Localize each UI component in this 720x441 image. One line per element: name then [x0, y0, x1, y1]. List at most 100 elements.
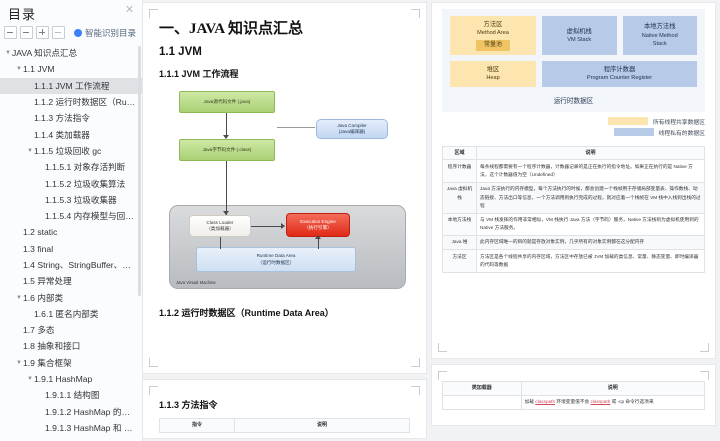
- method-area-cn: 方法区: [483, 21, 503, 28]
- node-java-compiler: Java Compiler (Java编译器): [316, 119, 388, 139]
- cell-method-area: 方法区 Method Area 常量池: [450, 16, 536, 55]
- toc-item[interactable]: 1.5 异常处理: [0, 273, 142, 289]
- sidebar-scrollbar[interactable]: [138, 46, 141, 296]
- toc-item[interactable]: ▼1.9 集合框架: [0, 355, 142, 371]
- desc-suffix: 或 -cp 命令行选项来: [610, 399, 654, 405]
- toc-item-label: 1.8 抽象和接口: [23, 341, 81, 352]
- subsection-heading-rda: 1.1.2 运行时数据区（Runtime Data Area）: [159, 308, 334, 318]
- toc-item[interactable]: 1.9.1.2 HashMap 的工作原理: [0, 404, 142, 420]
- table-header-row: 类加载器 说明: [442, 381, 706, 396]
- cell-native-method-stack: 本地方法栈 Native Method Stack: [622, 16, 697, 55]
- chevron-down-icon[interactable]: ▼: [16, 66, 22, 73]
- rda-legend: 所有线程共享数据区 线程私有的数据区: [442, 117, 705, 137]
- chevron-down-icon[interactable]: ▼: [27, 376, 33, 383]
- node-class-loader: Class Loader （类加载器）: [189, 215, 251, 237]
- toc-item[interactable]: 1.1.5.4 内存模型与回收策略: [0, 208, 142, 224]
- toc-item-label: 1.9 集合框架: [23, 357, 72, 368]
- pc-cn: 程序计数器: [603, 65, 636, 73]
- toc-item-label: 1.6.1 匿名内部类: [34, 308, 99, 319]
- toc-item[interactable]: 1.1.3 方法指令: [0, 110, 142, 126]
- chevron-down-icon[interactable]: ▼: [16, 359, 22, 366]
- toc-item[interactable]: 1.8 抽象和接口: [0, 338, 142, 354]
- jvm-workflow-diagram: Java Virtual Machine Java源代码文件 (.java) J…: [161, 87, 408, 292]
- table-row: 本地方法栈与 VM 栈发挥的作用非常相似，VM 栈执行 Java 方法（字节码）…: [441, 212, 705, 236]
- native-stack-cn: 本地方法栈: [644, 23, 676, 31]
- subsection-heading-workflow: 1.1.1 JVM 工作流程: [159, 69, 239, 79]
- toc-item[interactable]: 1.1.1 JVM 工作流程: [0, 77, 142, 94]
- classpath-link-1[interactable]: classpath: [535, 399, 556, 405]
- toc-title: 目录: [8, 7, 37, 22]
- toc-item-label: 1.1.5.1 对象存活判断: [45, 162, 126, 173]
- arrow-loader-to-engine: [251, 226, 283, 227]
- pc-en: Program Counter Register: [586, 75, 653, 82]
- close-icon[interactable]: ✕: [124, 4, 135, 16]
- collapse-level-button[interactable]: [20, 26, 33, 39]
- smart-toc-button[interactable]: 智能识别目录: [73, 27, 136, 39]
- toc-item-label: 1.6 内部类: [23, 292, 64, 303]
- desc-cell: Java 方法执行的内存模型，每个方法执行的时候，都会创建一个栈帧用于存储局部变…: [476, 181, 705, 214]
- toc-item-label: 1.1.5.2 垃圾收集算法: [45, 178, 126, 189]
- toc-item[interactable]: 1.1.5.2 垃圾收集算法: [0, 175, 142, 191]
- toc-item[interactable]: ▼1.6 内部类: [0, 289, 142, 305]
- arrow-head: [223, 211, 229, 215]
- table-row: Java 堆此内存区域唯一的目的就是存放对象实例，几乎所有的对象实例都在这分配内…: [441, 234, 705, 251]
- document-page-3: 方法区 Method Area 常量池 虚拟机栈 VM Stack 本地方法栈 …: [432, 3, 715, 358]
- toc-item[interactable]: 1.1.4 类加载器: [0, 126, 142, 142]
- col-area: 区域: [441, 145, 478, 161]
- toc-item[interactable]: ▼1.9.1 HashMap: [0, 371, 142, 387]
- crop-mark: [149, 358, 158, 367]
- rda-en: Runtime Data Area: [256, 253, 296, 259]
- rda-row-bottom: 堆区 Heap 程序计数器 Program Counter Register: [450, 60, 697, 87]
- box-icon[interactable]: [52, 26, 65, 39]
- crop-mark: [411, 9, 420, 18]
- table-row: 加载 classpath 环境变量值不会 classpath 或 -cp 命令行…: [442, 394, 706, 410]
- toc-item-label: 1.1.1 JVM 工作流程: [34, 80, 110, 91]
- heap-cn: 堆区: [486, 65, 500, 73]
- collapse-all-button[interactable]: [4, 26, 17, 39]
- toc-item-label: 1.1.3 方法指令: [34, 113, 90, 124]
- toc-item[interactable]: 1.1.2 运行时数据区（Runtime D ...: [0, 94, 142, 110]
- toc-item[interactable]: 1.3 final: [0, 241, 142, 257]
- legend-row-private: 线程私有的数据区: [613, 128, 705, 137]
- toc-item[interactable]: 1.4 String、StringBuffer、StringBu ...: [0, 257, 142, 273]
- chevron-down-icon[interactable]: ▼: [16, 294, 22, 301]
- toc-item[interactable]: 1.7 多态: [0, 322, 142, 338]
- toc-item[interactable]: 1.9.1.1 结构图: [0, 387, 142, 403]
- toc-item[interactable]: ▼1.9.2 ConcurrentHashMap: [0, 436, 142, 441]
- col-loader: 类加载器: [442, 381, 522, 396]
- toc-item[interactable]: ▼JAVA 知识点汇总: [0, 45, 142, 61]
- arrow-loader-to-rda: [220, 237, 221, 249]
- table-row: 程序计数器每条线程都需要有一个程序计数器，计数器记录的是正在执行的指令地址。如果…: [441, 159, 705, 183]
- area-cell: 程序计数器: [441, 159, 478, 183]
- document-column-right: 方法区 Method Area 常量池 虚拟机栈 VM Stack 本地方法栈 …: [432, 0, 715, 441]
- rda-row-top: 方法区 Method Area 常量池 虚拟机栈 VM Stack 本地方法栈 …: [450, 16, 697, 55]
- chevron-down-icon[interactable]: ▼: [5, 50, 11, 57]
- toc-item[interactable]: 1.1.5.3 垃圾收集器: [0, 192, 142, 208]
- node-java-bytecode: Java字节码文件 (.class): [179, 139, 275, 161]
- toc-item[interactable]: 1.1.5.1 对象存活判断: [0, 159, 142, 175]
- legend-swatch-private: [613, 128, 654, 137]
- toc-item[interactable]: ▼1.1 JVM: [0, 61, 142, 77]
- crop-mark: [700, 343, 709, 352]
- toc-item[interactable]: 1.6.1 匿名内部类: [0, 306, 142, 322]
- col-instruction: 指令: [159, 418, 235, 433]
- toc-header: 目录 ✕: [0, 0, 142, 23]
- classpath-link-2[interactable]: classpath: [590, 399, 611, 405]
- runtime-area-table: 区域 说明 程序计数器每条线程都需要有一个程序计数器，计数器记录的是正在执行的指…: [441, 145, 705, 273]
- chevron-down-icon[interactable]: ▼: [27, 147, 33, 154]
- class-loader-cn: （类加载器）: [206, 226, 234, 231]
- document-viewport[interactable]: 一、JAVA 知识点汇总 1.1 JVM 1.1.1 JVM 工作流程 Java…: [143, 0, 720, 441]
- smart-toc-label: 智能识别目录: [84, 27, 136, 38]
- toc-item[interactable]: 1.9.1.3 HashMap 和 HashTa ...: [0, 420, 142, 436]
- toc-item-label: 1.1.5.4 内存模型与回收策略: [45, 211, 136, 222]
- crop-mark: [411, 358, 420, 367]
- area-cell: 本地方法栈: [441, 212, 478, 236]
- toc-item-label: 1.4 String、StringBuffer、StringBu ...: [23, 260, 136, 270]
- toc-item[interactable]: 1.2 static: [0, 224, 142, 240]
- compiler-en: Java Compiler: [337, 122, 367, 128]
- expand-all-button[interactable]: [36, 26, 49, 39]
- toc-item[interactable]: ▼1.1.5 垃圾回收 gc: [0, 143, 142, 159]
- toc-item-label: 1.1 JVM: [23, 64, 55, 75]
- desc-cell: 与 VM 栈发挥的作用非常相似，VM 栈执行 Java 方法（字节码）服务，Na…: [476, 212, 705, 236]
